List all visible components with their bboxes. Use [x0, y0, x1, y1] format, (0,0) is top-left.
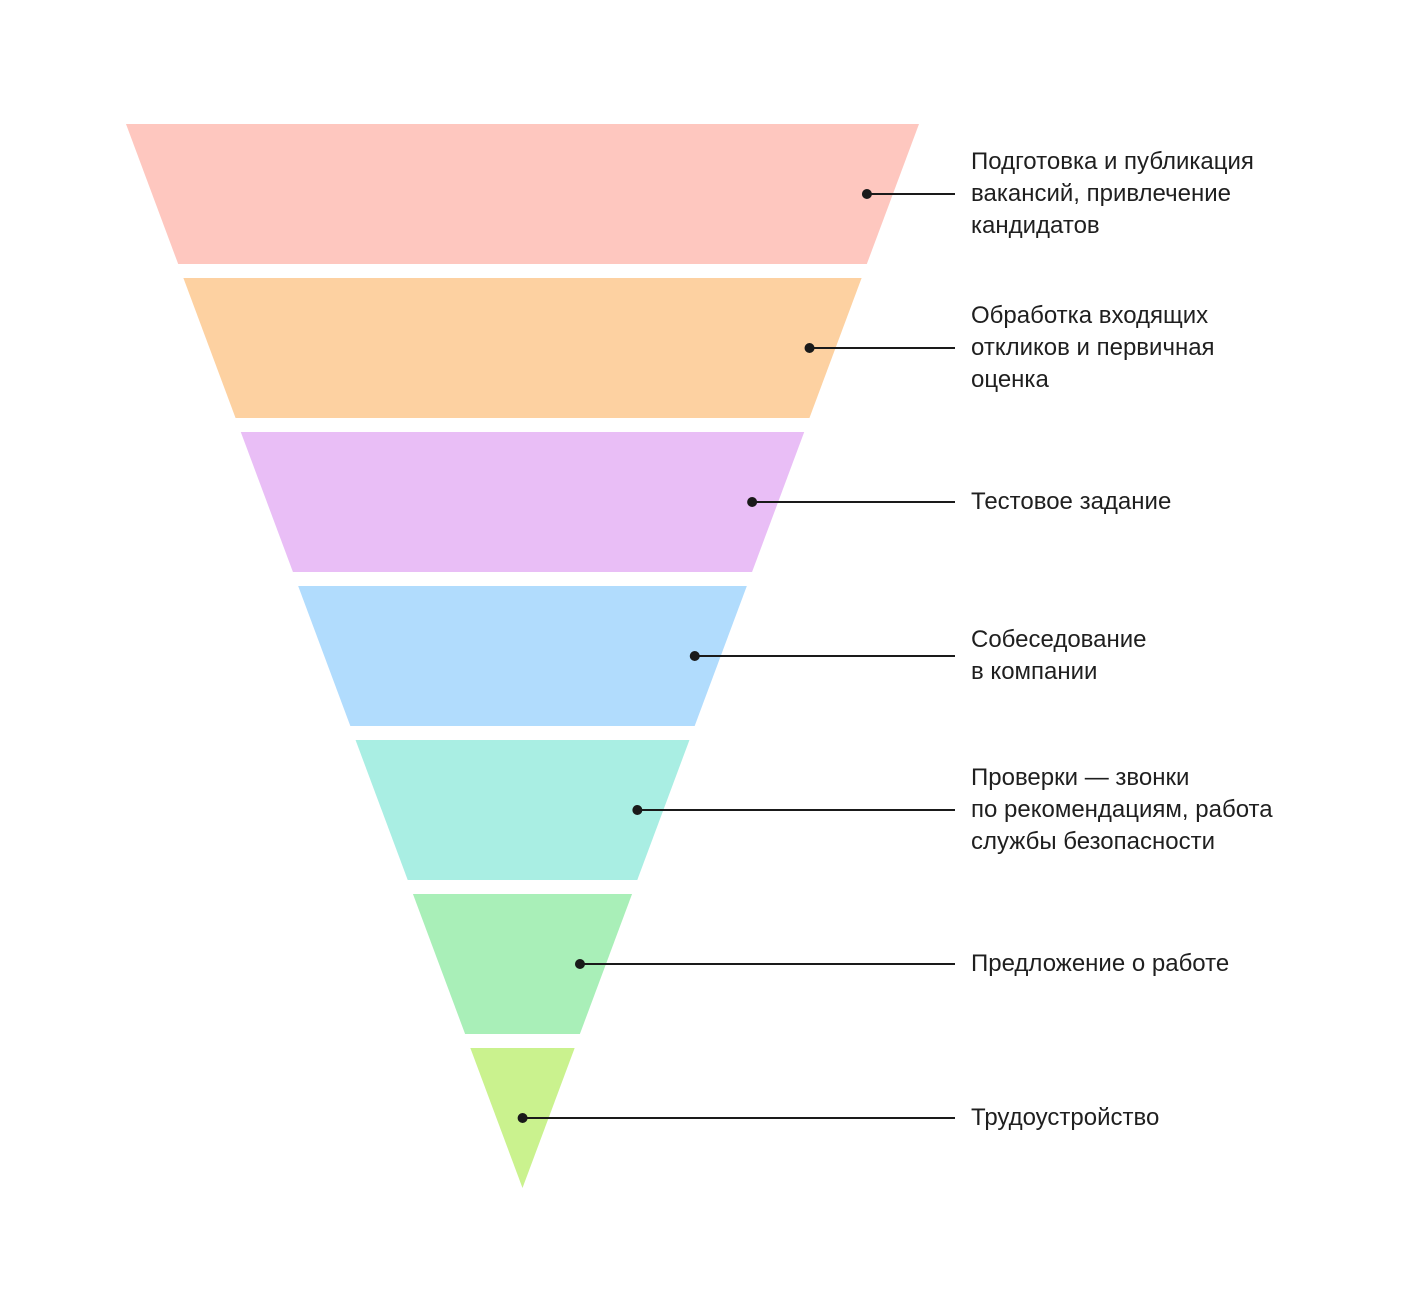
funnel-segment-2 — [183, 278, 862, 418]
funnel-segment-5 — [355, 740, 690, 880]
stage-label-1: Подготовка и публикация вакансий, привле… — [971, 148, 1254, 239]
funnel-segment-6 — [412, 894, 633, 1034]
stage-label-7: Трудоустройство — [971, 1104, 1160, 1131]
connector-dot-5 — [632, 805, 643, 815]
funnel-segment-1 — [126, 124, 919, 264]
connector-dot-2 — [804, 343, 815, 353]
connector-dot-7 — [517, 1113, 528, 1123]
funnel-segment-4 — [298, 586, 747, 726]
stage-label-6: Предложение о работе — [971, 950, 1230, 977]
connector-dot-3 — [747, 497, 758, 507]
connector-dot-1 — [861, 189, 872, 199]
connector-dot-6 — [574, 959, 585, 969]
funnel-segment-3 — [240, 432, 805, 572]
connector-dot-4 — [689, 651, 700, 661]
stage-label-4: Собеседование в компании — [971, 626, 1147, 685]
stage-label-3: Тестовое задание — [971, 488, 1172, 515]
stage-label-2: Обработка входящих откликов и первичная … — [971, 302, 1215, 393]
funnel-connectors — [517, 189, 955, 1123]
stage-label-5: Проверки — звонки по рекомендациям, рабо… — [971, 764, 1273, 855]
